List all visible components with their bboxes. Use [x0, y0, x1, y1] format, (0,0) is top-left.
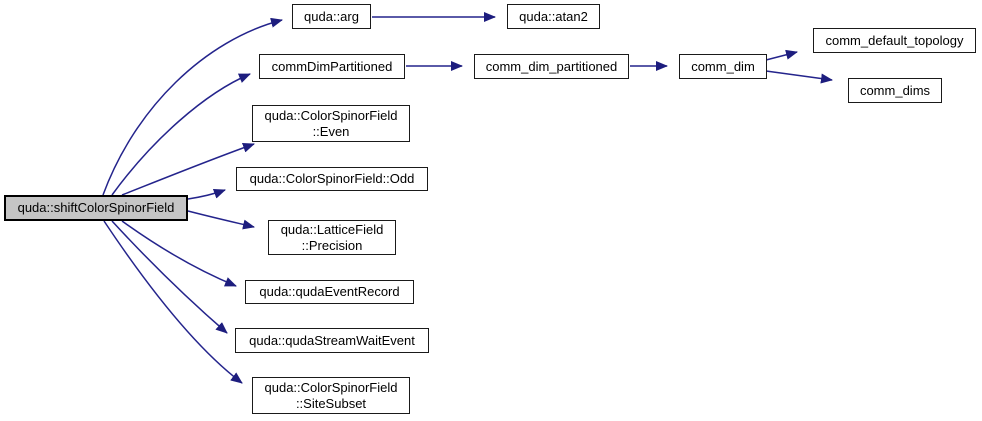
node-quda-LatticeField-Precision[interactable]: quda::LatticeField ::Precision	[268, 220, 396, 255]
node-quda-qudaStreamWaitEvent[interactable]: quda::qudaStreamWaitEvent	[235, 328, 429, 353]
node-comm_dim_partitioned[interactable]: comm_dim_partitioned	[474, 54, 629, 79]
edge-shiftColorSpinorField-to-ColorSpinorField-Even	[121, 142, 255, 196]
edge-shiftColorSpinorField-to-arg	[102, 17, 283, 196]
edge-comm_dim-to-comm_default_topology	[765, 49, 798, 61]
edge-shiftColorSpinorField-to-qudaStreamWaitEvent	[111, 220, 228, 334]
edge-shiftColorSpinorField-to-LatticeField-Precision	[187, 210, 255, 230]
node-quda-arg[interactable]: quda::arg	[292, 4, 371, 29]
edge-shiftColorSpinorField-to-ColorSpinorField-Odd	[187, 189, 226, 200]
edge-shiftColorSpinorField-to-commDimPartitioned	[111, 73, 251, 196]
node-comm_dim[interactable]: comm_dim	[679, 54, 767, 79]
edge-shiftColorSpinorField-to-ColorSpinorField-SiteSubset	[103, 220, 243, 384]
edge-shiftColorSpinorField-to-qudaEventRecord	[121, 220, 237, 287]
node-quda-ColorSpinorField-SiteSubset[interactable]: quda::ColorSpinorField ::SiteSubset	[252, 377, 410, 414]
node-quda-atan2[interactable]: quda::atan2	[507, 4, 600, 29]
node-commDimPartitioned[interactable]: commDimPartitioned	[259, 54, 405, 79]
node-quda-qudaEventRecord[interactable]: quda::qudaEventRecord	[245, 280, 414, 304]
node-quda-shiftColorSpinorField: quda::shiftColorSpinorField	[4, 195, 188, 221]
node-quda-ColorSpinorField-Odd[interactable]: quda::ColorSpinorField::Odd	[236, 167, 428, 191]
edge-comm_dim-to-comm_dims	[765, 70, 833, 84]
node-comm_dims[interactable]: comm_dims	[848, 78, 942, 103]
node-quda-ColorSpinorField-Even[interactable]: quda::ColorSpinorField ::Even	[252, 105, 410, 142]
node-comm_default_topology[interactable]: comm_default_topology	[813, 28, 976, 53]
